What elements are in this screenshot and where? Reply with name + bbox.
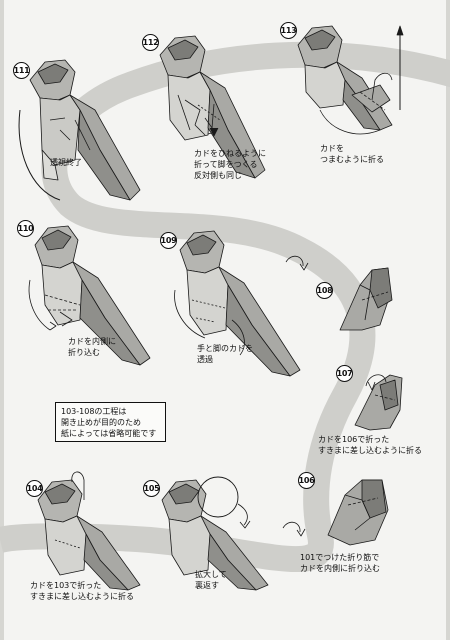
step-number-111: 111 [13, 62, 30, 79]
caption-line: 折り込む [68, 348, 100, 357]
caption-step-110: カドを内側に 折り込む [68, 336, 116, 358]
caption-line: すきまに差し込むように折る [318, 446, 422, 455]
note-line: 103-108の工程は [61, 407, 127, 416]
note-box: 103-108の工程は 開き止めが目的のため 紙によっては省略可能です [55, 402, 166, 442]
figure-step-113 [297, 25, 404, 135]
page-edge-right [446, 0, 450, 640]
caption-step-109: 手と脚のカドを 透過 [197, 343, 253, 365]
caption-line: カドをひねるように [194, 149, 266, 158]
figure-step-107 [354, 374, 403, 431]
caption-step-107: カドを106で折った すきまに差し込むように折る [318, 434, 422, 456]
step-number-113: 113 [280, 22, 297, 39]
figure-step-112 [159, 35, 266, 179]
step-number-107: 107 [336, 365, 353, 382]
page-edge-left [0, 0, 4, 640]
caption-line: すきまに差し込むように折る [30, 592, 134, 601]
caption-step-105: 拡大して 裏返す [195, 569, 227, 591]
figure-step-111 [18, 59, 141, 201]
caption-line: カドを103で折った [30, 581, 102, 590]
caption-line: カドを内側に折り込む [300, 564, 380, 573]
figure-step-105 [161, 476, 269, 591]
caption-line: 透視終了 [50, 158, 82, 167]
caption-step-106: 101でつけた折り筋で カドを内側に折り込む [300, 552, 380, 574]
caption-line: 折って脚をつくる [194, 160, 258, 169]
caption-line: 手と脚のカドを [197, 344, 253, 353]
step-number-110: 110 [17, 220, 34, 237]
step-number-104: 104 [26, 480, 43, 497]
note-line: 開き止めが目的のため [61, 418, 141, 427]
caption-line: カドを106で折った [318, 435, 390, 444]
caption-line: カドを [320, 144, 344, 153]
step-number-112: 112 [142, 34, 159, 51]
figure-step-110 [28, 225, 151, 366]
caption-step-113: カドを つまむように折る [320, 143, 384, 165]
caption-step-111: 透視終了 [50, 157, 82, 168]
caption-step-104: カドを103で折った すきまに差し込むように折る [30, 580, 134, 602]
caption-line: 反対側も同じ [194, 171, 242, 180]
caption-line: カドを内側に [68, 337, 116, 346]
step-number-109: 109 [160, 232, 177, 249]
figure-step-104 [37, 471, 141, 591]
caption-line: つまむように折る [320, 155, 384, 164]
step-number-106: 106 [298, 472, 315, 489]
caption-line: 裏返す [195, 581, 219, 590]
caption-line: 透過 [197, 355, 213, 364]
caption-line: 101でつけた折り筋で [300, 553, 380, 562]
step-number-105: 105 [143, 480, 160, 497]
figure-step-109 [174, 230, 301, 377]
figure-step-106 [282, 479, 389, 546]
caption-line: 拡大して [195, 570, 227, 579]
step-number-108: 108 [316, 282, 333, 299]
caption-step-112: カドをひねるように 折って脚をつくる 反対側も同じ [194, 148, 266, 181]
note-line: 紙によっては省略可能です [61, 429, 157, 438]
figure-step-108 [285, 255, 393, 331]
